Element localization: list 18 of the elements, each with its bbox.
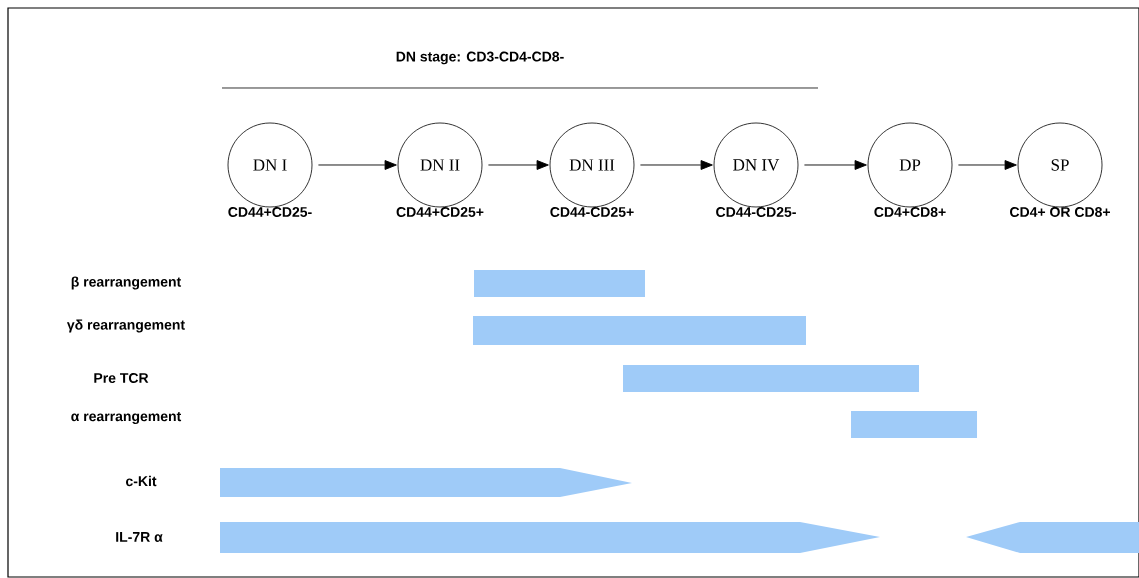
row-label: β rearrangement xyxy=(71,276,182,290)
marker-label: CD44-CD25- xyxy=(716,207,796,217)
arrow xyxy=(803,160,867,170)
row-label: γδ rearrangement xyxy=(66,319,185,333)
arrow xyxy=(957,160,1017,170)
row-label: α rearrangement xyxy=(71,411,182,425)
arrow xyxy=(487,160,549,170)
row-label: c-Kit xyxy=(126,475,157,487)
stage-heading: DN stage: CD3-CD4-CD8- xyxy=(396,51,564,65)
marker-label: CD4+CD8+ xyxy=(874,207,946,217)
marker-label: CD44-CD25+ xyxy=(550,207,634,217)
marker-label: CD44+CD25- xyxy=(228,207,312,217)
arrow xyxy=(317,160,397,170)
marker-label: CD4+ OR CD8+ xyxy=(1010,207,1110,217)
arrow xyxy=(639,160,713,170)
row-label: Pre TCR xyxy=(94,373,149,383)
row-label: IL-7R α xyxy=(116,532,163,542)
marker-label: CD44+CD25+ xyxy=(396,207,484,217)
